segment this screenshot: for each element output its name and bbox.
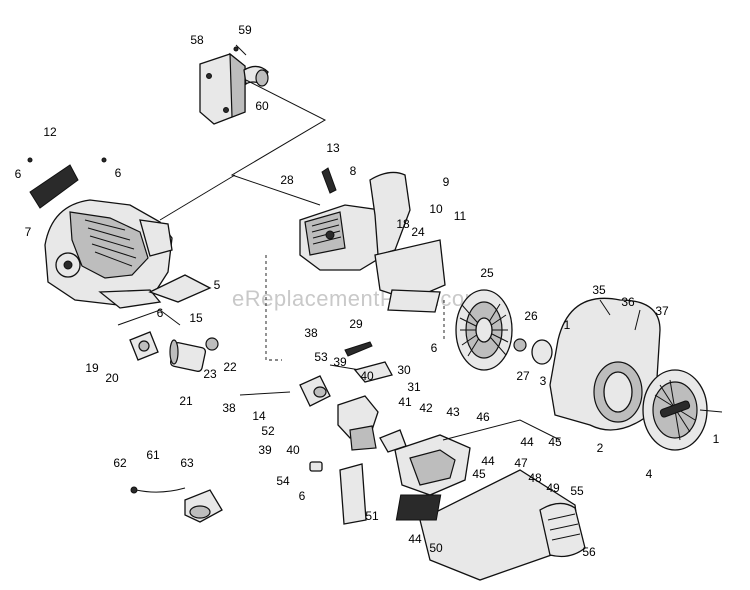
callout-c47: 47 bbox=[514, 456, 528, 470]
callout-c8: 8 bbox=[350, 164, 357, 178]
callout-c58: 58 bbox=[190, 33, 204, 47]
callout-c59: 59 bbox=[238, 23, 252, 37]
callout-c60: 60 bbox=[255, 99, 269, 113]
callout-c62: 62 bbox=[113, 456, 127, 470]
air-filter-assembly bbox=[395, 469, 586, 581]
callout-c40a: 40 bbox=[360, 369, 374, 383]
callout-c39b: 39 bbox=[258, 443, 272, 457]
callout-c6c: 6 bbox=[157, 306, 164, 320]
callout-c37: 37 bbox=[655, 304, 669, 318]
callout-c41: 41 bbox=[398, 395, 412, 409]
callout-c1a: 1 bbox=[564, 318, 571, 332]
callout-c11: 11 bbox=[454, 209, 467, 223]
callout-c51: 51 bbox=[365, 509, 379, 523]
callout-c14: 14 bbox=[252, 409, 266, 423]
callout-c15: 15 bbox=[189, 311, 203, 325]
callout-c43: 43 bbox=[446, 405, 460, 419]
callout-c25: 25 bbox=[480, 266, 494, 280]
flywheel bbox=[455, 289, 513, 371]
callout-c27: 27 bbox=[516, 369, 530, 383]
callout-c56: 56 bbox=[582, 545, 596, 559]
callout-c44b: 44 bbox=[481, 454, 495, 468]
engine-crankcase bbox=[44, 199, 173, 309]
callout-c39a: 39 bbox=[333, 355, 347, 369]
governor-link bbox=[344, 341, 373, 357]
shroud-bracket bbox=[27, 157, 107, 209]
callout-c40b: 40 bbox=[286, 443, 300, 457]
callout-c5: 5 bbox=[214, 278, 221, 292]
callout-c31: 31 bbox=[407, 380, 421, 394]
bracket-51 bbox=[339, 463, 367, 525]
callout-c49: 49 bbox=[546, 481, 560, 495]
blower-housing bbox=[549, 297, 661, 431]
callout-c4: 4 bbox=[646, 467, 653, 481]
callout-c44c: 44 bbox=[408, 532, 422, 546]
callout-c6a: 6 bbox=[15, 167, 22, 181]
callout-c38b: 38 bbox=[222, 401, 236, 415]
callout-c2: 2 bbox=[597, 441, 604, 455]
cylinder-head-assembly bbox=[299, 171, 446, 313]
nut-26 bbox=[513, 338, 527, 352]
callout-c53: 53 bbox=[314, 350, 328, 364]
callout-c48: 48 bbox=[528, 471, 542, 485]
callout-c7: 7 bbox=[25, 225, 32, 239]
callout-c45b: 45 bbox=[472, 467, 486, 481]
callout-c6d: 6 bbox=[431, 341, 438, 355]
callout-c63: 63 bbox=[180, 456, 194, 470]
callout-c28: 28 bbox=[280, 173, 294, 187]
callout-c46: 46 bbox=[476, 410, 490, 424]
cup-3 bbox=[531, 339, 553, 365]
rewind-starter bbox=[642, 369, 708, 451]
callout-c30: 30 bbox=[397, 363, 411, 377]
callout-c10: 10 bbox=[429, 202, 443, 216]
callout-c55: 55 bbox=[570, 484, 584, 498]
callout-c44a: 44 bbox=[520, 435, 534, 449]
callout-c6b: 6 bbox=[115, 166, 122, 180]
callout-c1b: 1 bbox=[713, 432, 720, 446]
callout-c26: 26 bbox=[524, 309, 538, 323]
carburetor-assembly bbox=[239, 364, 407, 453]
callout-c29: 29 bbox=[349, 317, 363, 331]
air-cleaner-base bbox=[394, 434, 471, 496]
callout-c54: 54 bbox=[276, 474, 290, 488]
callout-c22: 22 bbox=[223, 360, 237, 374]
callout-c24: 24 bbox=[411, 225, 425, 239]
muffler-tube bbox=[117, 309, 219, 372]
callout-c13: 13 bbox=[326, 141, 340, 155]
callout-c36: 36 bbox=[621, 295, 635, 309]
callout-c45a: 45 bbox=[548, 435, 562, 449]
callout-c61: 61 bbox=[146, 448, 160, 462]
callout-c35: 35 bbox=[592, 283, 606, 297]
spacer-54 bbox=[309, 461, 323, 472]
muffler-assembly bbox=[199, 44, 269, 125]
callout-c23: 23 bbox=[203, 367, 217, 381]
clip-13 bbox=[321, 167, 337, 194]
callout-c20: 20 bbox=[105, 371, 119, 385]
callout-c38a: 38 bbox=[304, 326, 318, 340]
callout-c19: 19 bbox=[85, 361, 99, 375]
watermark: eReplacementParts.com bbox=[232, 286, 483, 311]
callout-c12: 12 bbox=[43, 125, 57, 139]
callout-c50: 50 bbox=[429, 541, 443, 555]
callout-c52: 52 bbox=[261, 424, 275, 438]
callout-c18: 18 bbox=[396, 217, 410, 231]
callout-c6e: 6 bbox=[299, 489, 306, 503]
callout-c42: 42 bbox=[419, 401, 433, 415]
callout-c21: 21 bbox=[179, 394, 193, 408]
callout-c3: 3 bbox=[540, 374, 547, 388]
throttle-lever bbox=[353, 361, 393, 383]
fuel-line-assembly bbox=[130, 486, 223, 523]
bracket-5 bbox=[148, 274, 212, 303]
callout-c9: 9 bbox=[443, 175, 450, 189]
